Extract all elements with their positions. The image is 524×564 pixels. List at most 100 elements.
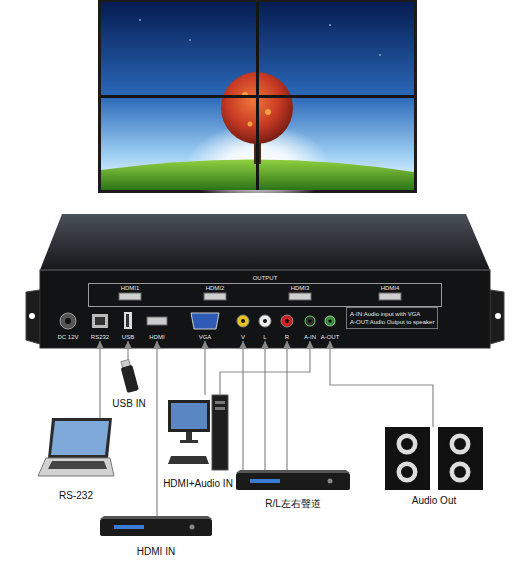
port-label: VGA bbox=[199, 333, 212, 341]
port-label: R bbox=[285, 333, 289, 341]
audio-in-jack: A-IN bbox=[304, 312, 316, 341]
dc-pin bbox=[65, 318, 71, 324]
usb-socket bbox=[124, 312, 132, 329]
port-label: HDMI1 bbox=[121, 284, 140, 292]
device-caption: Audio Out bbox=[412, 495, 456, 507]
graphic-area bbox=[237, 312, 249, 331]
star bbox=[379, 54, 380, 55]
drive-bay bbox=[215, 401, 225, 404]
desktop-pc-figure bbox=[168, 395, 228, 470]
graphic-area bbox=[92, 312, 108, 331]
speaker-box bbox=[438, 427, 483, 490]
graphic-area bbox=[124, 312, 132, 331]
port-label: USB bbox=[122, 333, 134, 341]
hdmi-socket bbox=[379, 293, 401, 300]
rca-yellow bbox=[237, 315, 249, 327]
panel-heading: OUTPUT bbox=[89, 274, 441, 282]
monitor bbox=[168, 400, 210, 432]
speaker-cone bbox=[395, 432, 419, 456]
rca-right-jack: R bbox=[281, 312, 293, 341]
signal-cable bbox=[330, 341, 433, 427]
graphic-area bbox=[259, 312, 271, 331]
rj45-socket bbox=[92, 314, 108, 328]
output-ports bbox=[119, 293, 401, 300]
processor-housing bbox=[26, 214, 504, 348]
graphic-area bbox=[147, 312, 167, 331]
port-label: HDMI2 bbox=[206, 284, 225, 292]
audio-socket bbox=[325, 316, 335, 326]
signal-cable bbox=[264, 341, 265, 470]
graphic-area bbox=[379, 292, 401, 300]
port-label: HDMI bbox=[149, 333, 164, 341]
speaker-center bbox=[401, 466, 413, 478]
hdmi-output-port: HDMI3 bbox=[289, 284, 311, 300]
rca-red bbox=[281, 315, 293, 327]
hdmi-input-port: HDMI bbox=[147, 312, 167, 341]
player-front bbox=[100, 519, 212, 536]
hdmi-output-port: HDMI4 bbox=[379, 284, 401, 300]
signal-cable bbox=[286, 341, 287, 470]
hdmi-socket bbox=[119, 293, 141, 300]
laptop-lid bbox=[48, 418, 112, 458]
housing-top bbox=[40, 214, 490, 270]
hdmi-socket bbox=[289, 293, 311, 300]
dvd-player-figure bbox=[236, 470, 350, 490]
hdmi-output-port: HDMI2 bbox=[204, 284, 226, 300]
graphic-area bbox=[385, 427, 483, 490]
speaker-cone bbox=[448, 460, 472, 484]
signal-cable bbox=[99, 341, 100, 418]
graphic-area bbox=[325, 312, 335, 331]
speaker-cone bbox=[448, 432, 472, 456]
rca-hole bbox=[263, 319, 267, 323]
hdmi-socket bbox=[147, 317, 167, 325]
mount-ear bbox=[490, 290, 504, 344]
hdmi-player: HDMI IN bbox=[100, 516, 212, 558]
port-label: V bbox=[241, 333, 245, 341]
note-box: A-IN:Audio input with VGAA-OUT:Audio Out… bbox=[346, 307, 438, 329]
rca-left-jack: L bbox=[259, 312, 271, 341]
mount-ear bbox=[26, 290, 40, 344]
player-top bbox=[236, 470, 350, 473]
usb-tongue bbox=[126, 314, 129, 327]
rca-video-jack: V bbox=[237, 312, 249, 341]
graphic-area bbox=[38, 418, 114, 476]
star bbox=[189, 39, 190, 40]
graphic-area bbox=[119, 360, 139, 392]
desktop-pc: HDMI+Audio IN bbox=[163, 395, 233, 490]
drive-bay bbox=[215, 407, 225, 410]
speakers: Audio Out bbox=[385, 427, 483, 507]
usb-body bbox=[121, 365, 139, 393]
port-label: L bbox=[263, 333, 266, 341]
dc-socket bbox=[60, 313, 76, 329]
housing-front bbox=[40, 270, 490, 348]
wall-sky bbox=[101, 2, 414, 190]
player-display bbox=[114, 525, 144, 529]
keyboard bbox=[168, 456, 209, 464]
player-display bbox=[250, 479, 280, 483]
audio-out-jack: A-OUT bbox=[321, 312, 340, 341]
video-wall bbox=[98, 0, 417, 208]
speaker-center bbox=[401, 438, 413, 450]
signal-cable bbox=[220, 341, 310, 395]
device-caption: HDMI+Audio IN bbox=[163, 478, 233, 490]
signal-cable bbox=[127, 341, 128, 360]
mount-hole bbox=[29, 313, 35, 319]
hdmi-output-port: HDMI1 bbox=[119, 284, 141, 300]
speaker-cone bbox=[395, 460, 419, 484]
audio-hole bbox=[328, 319, 331, 322]
monitor-foot bbox=[180, 440, 198, 443]
laptop: RS-232 bbox=[38, 418, 114, 502]
note-text: A-IN:Audio input with VGA bbox=[350, 310, 434, 318]
graphic-area bbox=[191, 312, 219, 331]
vga-socket bbox=[191, 313, 219, 329]
player-button bbox=[190, 525, 195, 530]
wall-seam bbox=[101, 95, 414, 98]
port-label: A-OUT bbox=[321, 333, 340, 341]
device-caption: USB IN bbox=[112, 398, 145, 410]
rca-white bbox=[259, 315, 271, 327]
graphic-area bbox=[305, 312, 315, 331]
graphic-area bbox=[60, 312, 76, 331]
pc-tower bbox=[212, 395, 228, 470]
